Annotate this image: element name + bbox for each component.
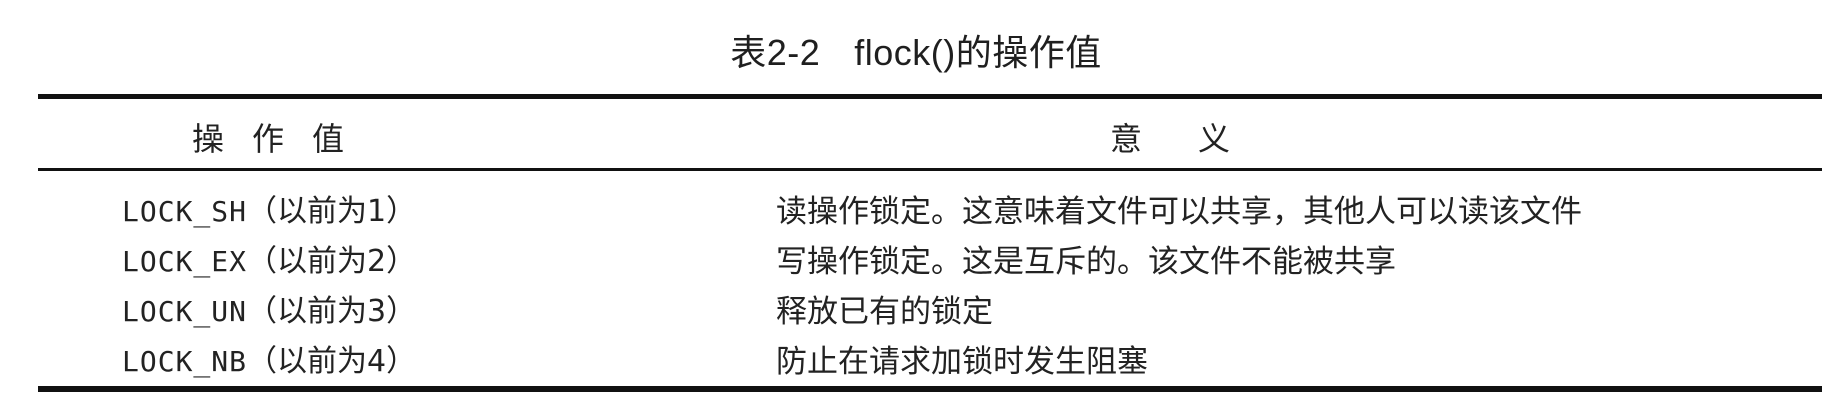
meaning-cell: 写操作锁定。这是互斥的。该文件不能被共享 <box>776 244 1396 280</box>
operation-cell: LOCK_SH（以前为1） <box>122 186 416 230</box>
operation-cell: LOCK_NB（以前为4） <box>122 336 416 380</box>
operation-code: LOCK_UN <box>122 295 248 328</box>
column-header-meaning: 意义 <box>1110 120 1287 158</box>
table-top-rule <box>38 94 1822 99</box>
table-row: LOCK_SH（以前为1） 读操作锁定。这意味着文件可以共享，其他人可以读该文件 <box>0 180 1832 230</box>
operation-code: LOCK_SH <box>122 195 248 228</box>
table-caption: 表2-2 flock()的操作值 <box>0 24 1832 76</box>
table-bottom-rule <box>38 386 1822 392</box>
operation-cell: LOCK_EX（以前为2） <box>122 236 416 280</box>
operation-note: （以前为1） <box>247 194 417 229</box>
meaning-cell: 读操作锁定。这意味着文件可以共享，其他人可以读该文件 <box>776 194 1582 230</box>
meaning-cell: 释放已有的锁定 <box>776 294 993 330</box>
column-header-operation: 操作值 <box>192 120 373 158</box>
table-row: LOCK_EX（以前为2） 写操作锁定。这是互斥的。该文件不能被共享 <box>0 230 1832 280</box>
operation-note: （以前为4） <box>247 344 417 379</box>
operation-note: （以前为2） <box>247 244 417 279</box>
operation-cell: LOCK_UN（以前为3） <box>122 286 416 330</box>
meaning-cell: 防止在请求加锁时发生阻塞 <box>776 344 1148 380</box>
table-row: LOCK_NB（以前为4） 防止在请求加锁时发生阻塞 <box>0 330 1832 380</box>
table-title: flock()的操作值 <box>854 32 1102 73</box>
table-row: LOCK_UN（以前为3） 释放已有的锁定 <box>0 280 1832 330</box>
table-number: 表2-2 <box>730 32 821 73</box>
table-header-rule <box>38 168 1822 171</box>
operation-note: （以前为3） <box>247 294 417 329</box>
operation-code: LOCK_NB <box>122 345 248 378</box>
operation-code: LOCK_EX <box>122 245 248 278</box>
